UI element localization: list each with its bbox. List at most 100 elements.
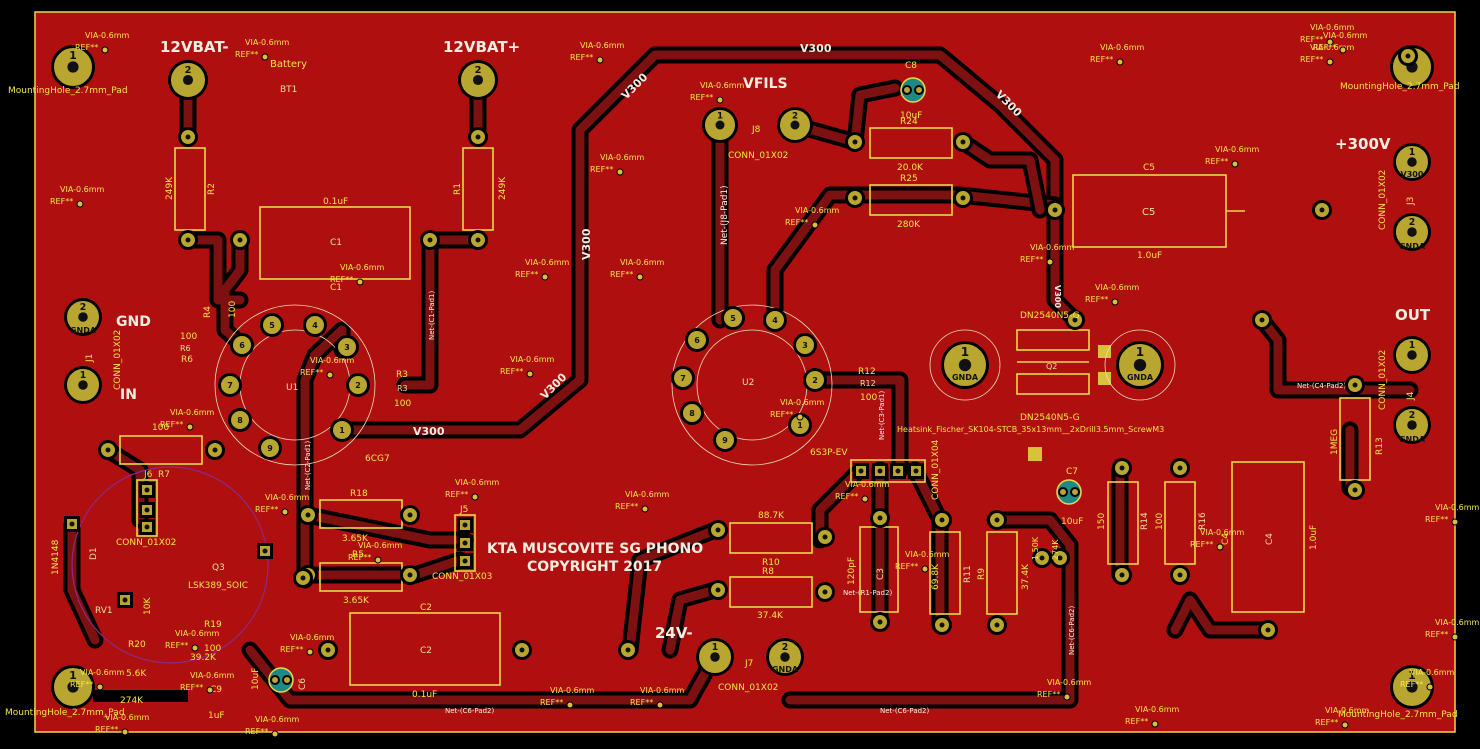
via [1231, 160, 1239, 168]
via-label: VIA-0.6mm [80, 668, 125, 677]
via [641, 505, 649, 513]
pad-number: 1 [69, 669, 77, 682]
ref-label: REF** [1205, 157, 1228, 166]
via [374, 556, 382, 564]
board-copyright: COPYRIGHT 2017 [527, 559, 662, 575]
via [1426, 683, 1434, 691]
label-10k: 10K [143, 597, 153, 615]
tube-pin [714, 429, 736, 451]
label-c9: C9 [210, 685, 222, 695]
ref-label: REF** [245, 727, 268, 736]
label-6s3p: 6S3P-EV [810, 448, 848, 458]
svg-text:3: 3 [344, 343, 350, 352]
label-j1-conn: CONN_01X02 [113, 330, 123, 390]
svg-text:5: 5 [269, 321, 275, 330]
via-label: VIA-0.6mm [1323, 31, 1368, 40]
label-r3v: 100 [394, 399, 411, 409]
pad-number: 1 [80, 370, 87, 381]
via-label: VIA-0.6mm [190, 671, 235, 680]
copper-pour [35, 12, 1455, 732]
via-label: VIA-0.6mm [1215, 145, 1260, 154]
label-in: IN [120, 387, 137, 403]
ref-label: REF** [610, 270, 633, 279]
label-r12: R12 [858, 367, 876, 377]
ref-label: REF** [1300, 35, 1323, 44]
via-label: VIA-0.6mm [580, 41, 625, 50]
via [1339, 46, 1347, 54]
label-c5-fab: C5 [1142, 207, 1155, 218]
via-label: VIA-0.6mm [795, 206, 840, 215]
via [471, 493, 479, 501]
label-dn-top: DN2540N5-G [1020, 311, 1080, 321]
svg-text:3: 3 [802, 341, 808, 350]
label-r2: R2 [207, 183, 217, 195]
via-label: VIA-0.6mm [265, 493, 310, 502]
net-c2-pad1: Net-(C2-Pad1) [304, 440, 312, 490]
via [191, 644, 199, 652]
label-c8v: 10uF [900, 111, 922, 121]
electrolytic-cap [1056, 479, 1082, 505]
tube-pin [681, 402, 703, 424]
j5-body [454, 514, 476, 572]
label-r11v: 69.8K [931, 563, 941, 590]
ref-label: REF** [1315, 718, 1338, 727]
svg-text:1: 1 [797, 421, 803, 430]
via [206, 686, 214, 694]
pad-number: 1 [717, 112, 723, 122]
svg-text:1: 1 [339, 426, 345, 435]
label-c1v: 0.1uF [323, 197, 348, 207]
label-r18v: 3.65K [342, 534, 369, 544]
svg-text:5: 5 [730, 314, 736, 323]
ref-label: REF** [160, 420, 183, 429]
label-c2-fab: C2 [420, 646, 432, 656]
pad-net-label: GNDA [1127, 373, 1154, 382]
ref-label: REF** [1313, 43, 1336, 52]
electrolytic-cap [268, 667, 294, 693]
v300-label-q: V300 [1053, 285, 1062, 308]
via-label: VIA-0.6mm [1047, 678, 1092, 687]
r9-body [986, 531, 1018, 615]
via [716, 96, 724, 104]
tube-pin [686, 329, 708, 351]
ref-label: REF** [95, 725, 118, 734]
label-r1: R1 [453, 183, 463, 195]
via [796, 413, 804, 421]
heatsink-hole-2 [1104, 329, 1176, 401]
pad-net-label: GNDA [70, 326, 97, 335]
via-label: VIA-0.6mm [780, 398, 825, 407]
label-j8-conn: CONN_01X02 [728, 151, 788, 161]
label-c2v: 0.1uF [412, 690, 437, 700]
net-c3-pad1: Net-(C3-Pad1) [878, 390, 886, 440]
label-r5v: 3.65K [343, 596, 370, 606]
pads: 111122211212121211GNDAGNDAGNDAGNDAGNDAGN… [51, 45, 1434, 709]
pad-number: 2 [1409, 217, 1416, 228]
label-q3: Q3 [212, 563, 225, 573]
ref-label: REF** [280, 645, 303, 654]
pad-number: 1 [1409, 147, 1416, 158]
via [1326, 38, 1334, 46]
label-r12v: 100 [860, 393, 877, 403]
via-label: VIA-0.6mm [1325, 706, 1370, 715]
label-gnd: GND [116, 314, 151, 330]
j6-body [136, 479, 158, 537]
r7-body [119, 435, 203, 465]
label-d1: D1 [89, 547, 99, 560]
ref-label: REF** [1085, 295, 1108, 304]
label-r10v: 88.7K [758, 511, 785, 521]
label-c4: C4 [1221, 533, 1231, 545]
pad-number: 2 [185, 65, 192, 76]
via-label: VIA-0.6mm [525, 258, 570, 267]
label-r7: R7 [158, 470, 170, 480]
ref-label: REF** [1125, 717, 1148, 726]
label-j6: J6 [143, 470, 153, 480]
via [1116, 58, 1124, 66]
label-c4-fab: C4 [1265, 533, 1275, 545]
label-r8v: 37.4K [757, 611, 784, 621]
label-150k: 1.50K [1031, 536, 1040, 560]
tube-pin [672, 367, 694, 389]
mh-label-bl: MountingHole_2.7mm_Pad [5, 708, 125, 718]
label-heatsink: Heatsink_Fischer_SK104-STCB_35x13mm__2xD… [897, 425, 1164, 434]
heatsink-mark [1028, 447, 1042, 461]
label-6cg7: 6CG7 [365, 454, 390, 464]
label-r16v: 100 [1155, 513, 1165, 530]
